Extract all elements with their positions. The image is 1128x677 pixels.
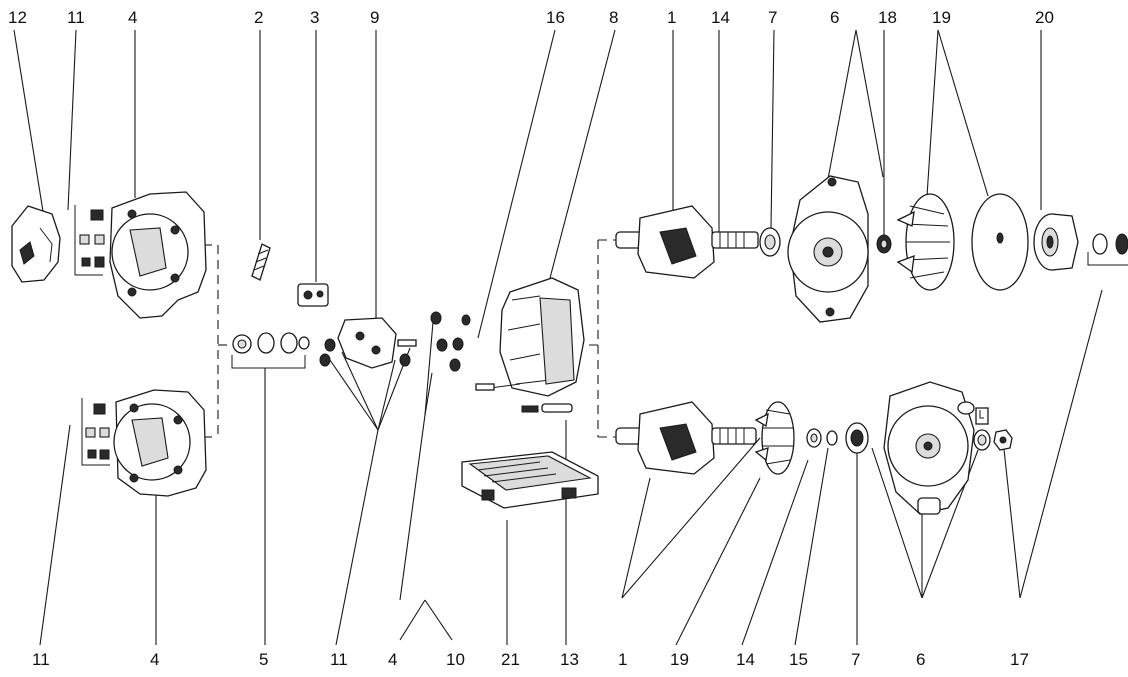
bearing-lower [845,422,869,454]
pulley-nut-upper [1092,233,1128,255]
callout-6-bottom: 6 [916,650,926,669]
callout-6-top: 6 [830,8,840,27]
rear-housing-upper [109,191,207,319]
callout-2-top: 2 [254,8,264,27]
callout-13-bottom: 13 [560,650,579,669]
bearing-upper [759,227,781,257]
callout-11-bottom-left: 11 [32,650,50,669]
brush-spring [251,243,271,281]
callout-14-top: 14 [711,8,730,27]
callout-4-bottom: 4 [388,650,398,669]
callout-1-top: 1 [667,8,677,27]
callout-4-top: 4 [128,8,138,27]
nut-washer-set-upper [74,205,105,276]
callout-9-top: 9 [370,8,380,27]
drive-end-housing-upper [787,175,869,323]
pulley-disc [971,193,1029,291]
callout-19-top: 19 [932,8,951,27]
callout-20-top: 20 [1035,8,1054,27]
leader-lines [13,29,1128,646]
spacer-ring [876,234,892,254]
cooling-fan-lower [754,401,795,475]
callout-4-bottom-left: 4 [150,650,160,669]
callout-16-top: 16 [546,8,565,27]
callout-10-bottom: 10 [446,650,465,669]
callout-5-bottom: 5 [259,650,269,669]
callout-8-top: 8 [609,8,619,27]
key-washer-lower [973,407,991,451]
callout-3-top: 3 [310,8,320,27]
diode-screw-set [430,311,471,372]
callout-19-bottom: 19 [670,650,689,669]
nut-washer-set-lower [81,398,110,466]
callout-14-bottom: 14 [736,650,755,669]
rear-housing-lower [113,389,207,497]
callout-15-bottom: 15 [789,650,808,669]
bushing-set [232,332,310,354]
callout-17-bottom: 17 [1010,650,1029,669]
pulley-nut-lower [993,429,1013,451]
stator [475,277,585,397]
rotor-lower [615,401,757,475]
cooling-fan-upper [896,193,955,291]
callout-11-top: 11 [67,8,85,27]
voltage-regulator [297,283,329,307]
drive-end-housing-lower [883,381,975,515]
diode-bracket [319,317,417,369]
drive-pulley [1033,213,1079,271]
electronic-module [461,451,599,509]
callout-11-bottom: 11 [330,650,348,669]
brush-holder-cover [11,205,61,283]
callout-12-top: 12 [8,8,27,27]
callout-7-bottom: 7 [851,650,861,669]
spacer-set-lower [806,428,838,448]
rotor-upper [615,205,759,279]
callout-21-bottom: 21 [501,650,520,669]
callout-7-top: 7 [768,8,778,27]
callout-18-top: 18 [878,8,897,27]
callout-1-bottom: 1 [618,650,628,669]
retaining-pin [521,403,573,413]
